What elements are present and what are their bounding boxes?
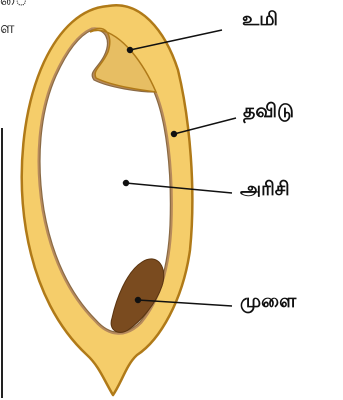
husk-label: உமி [242,10,278,29]
husk-leader-dot [128,48,133,53]
germ-label: முளை [240,292,296,311]
germ-leader-dot [136,298,141,303]
rice-label: அரிசி [240,180,290,199]
rice-leader-dot [124,181,129,186]
bran-leader-dot [172,132,177,137]
bran-label: தவிடு [243,102,294,121]
